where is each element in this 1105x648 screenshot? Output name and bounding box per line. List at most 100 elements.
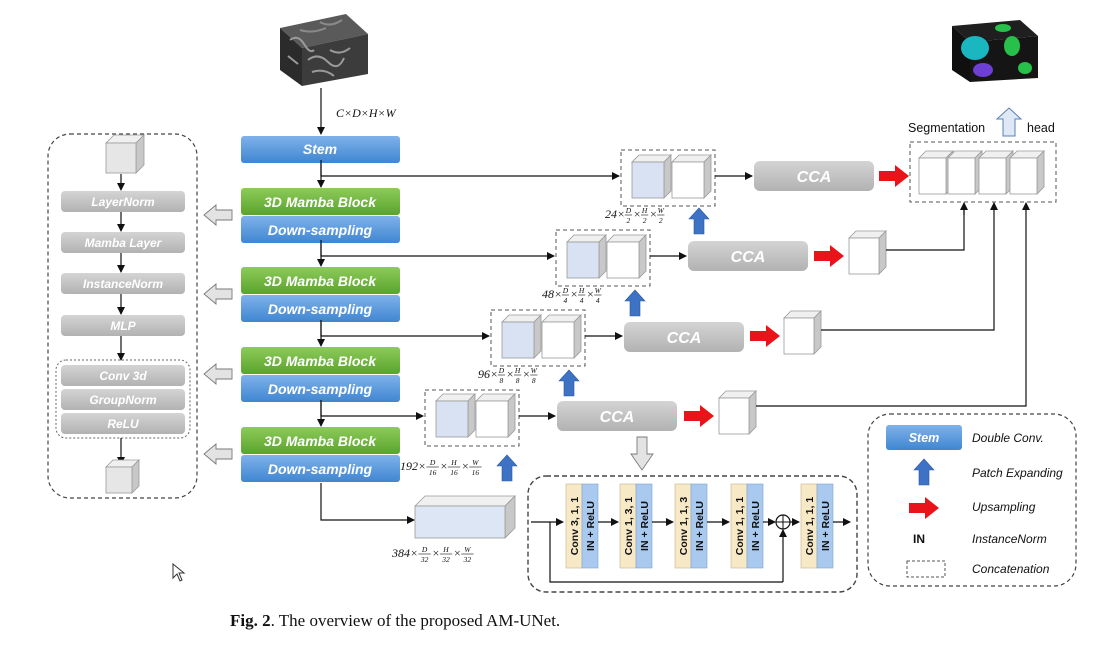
cca-block: CCA [688, 241, 808, 271]
cca-conv-block: Conv 1, 1, 1 IN + ReLU [730, 483, 764, 569]
cca-detail-panel [527, 475, 858, 593]
legend-item-label: Patch Expanding [972, 466, 1063, 480]
svg-text:8: 8 [532, 376, 536, 385]
svg-text:2: 2 [627, 216, 631, 225]
block-detail-arrow-icon [203, 363, 233, 385]
detail-input-cube [105, 134, 145, 174]
svg-text:8: 8 [500, 376, 504, 385]
svg-text:W: W [658, 206, 665, 215]
svg-text:H: H [450, 458, 457, 467]
cca-norm-label: IN + ReLU [820, 501, 832, 551]
block-detail-arrow-icon [203, 443, 233, 465]
svg-text:D: D [562, 286, 569, 295]
stem-label: Stem [303, 141, 337, 157]
svg-text:2: 2 [643, 216, 647, 225]
feature-cube-blue [501, 314, 542, 359]
cca-conv-label: Conv 1, 1, 1 [804, 497, 816, 556]
cca-label: CCA [731, 249, 766, 266]
detail-layer-label: Mamba Layer [85, 236, 163, 250]
cca-conv-label: Conv 1, 1, 1 [734, 497, 746, 556]
patch-expanding-arrow-icon [624, 289, 646, 317]
svg-text:24×: 24× [605, 207, 625, 221]
mouse-cursor-icon [172, 563, 186, 582]
svg-text:×: × [586, 287, 594, 301]
mamba-block [241, 347, 400, 374]
svg-text:H: H [578, 286, 585, 295]
svg-text:32: 32 [420, 555, 429, 564]
mamba-block [241, 427, 400, 454]
patch-expanding-arrow-icon [688, 207, 710, 235]
detail-output-cube [105, 459, 140, 494]
cca-detail-arrow-icon [630, 436, 654, 471]
detail-layer-label: MLP [110, 319, 136, 333]
cca-norm-label: IN + ReLU [639, 501, 651, 551]
legend-item-label: Double Conv. [972, 431, 1044, 445]
legend-item-label: Concatenation [972, 562, 1050, 576]
concat-box [555, 229, 651, 287]
dimension-label: 192×D16×H16×W16 [400, 458, 482, 477]
dimension-label: 24×D2×H2×W2 [605, 206, 665, 225]
detail-layer-label: LayerNorm [91, 195, 155, 209]
dimension-label: 48×D4×H4×W4 [542, 286, 602, 305]
svg-text:8: 8 [516, 376, 520, 385]
conv-group-layer [61, 413, 185, 434]
detail-layer [61, 232, 185, 253]
svg-text:192×: 192× [400, 459, 426, 473]
svg-text:32: 32 [463, 555, 472, 564]
svg-text:×: × [453, 546, 461, 560]
caption-text: . The overview of the proposed AM-UNet. [270, 611, 561, 630]
svg-text:×: × [649, 207, 657, 221]
downsampling-block [241, 295, 400, 322]
upsampled-cube [718, 390, 757, 435]
cca-conv-label: Conv 3, 1, 1 [569, 497, 581, 556]
bottleneck-volume [414, 495, 516, 539]
cca-conv-block: Conv 3, 1, 1 IN + ReLU [565, 483, 599, 569]
cca-norm-label: IN + ReLU [585, 501, 597, 551]
detail-layer [61, 273, 185, 294]
cca-conv-label: Conv 1, 3, 1 [623, 497, 635, 556]
svg-text:W: W [531, 366, 538, 375]
svg-text:D: D [625, 206, 632, 215]
cca-block: CCA [754, 161, 874, 191]
final-cube [947, 150, 983, 195]
mamba-block-label: 3D Mamba Block [264, 273, 377, 289]
mamba-block [241, 267, 400, 294]
upsampling-arrow-icon [684, 405, 714, 427]
downsampling-block [241, 375, 400, 402]
figure-caption: Fig. 2. The overview of the proposed AM-… [230, 611, 560, 631]
cca-norm-label: IN + ReLU [750, 501, 762, 551]
conv-group-layer [61, 365, 185, 386]
caption-prefix: Fig. 2 [230, 611, 271, 630]
downsampling-label: Down-sampling [268, 222, 373, 238]
legend-item-label: Upsampling [972, 500, 1036, 514]
svg-text:H: H [442, 545, 449, 554]
svg-text:384×: 384× [391, 546, 418, 560]
cca-label: CCA [600, 409, 635, 426]
skip-level-4: CCA 192×D16×H16×W16 [320, 389, 677, 482]
final-concat-box [909, 141, 1057, 203]
bottleneck-connector [320, 483, 412, 521]
mamba-block-label: 3D Mamba Block [264, 194, 377, 210]
mamba-detail-panel [47, 133, 198, 499]
conv-group-label: GroupNorm [89, 393, 157, 407]
detail-layer-label: InstanceNorm [83, 277, 163, 291]
segmentation-label: Segmentation [908, 121, 985, 135]
patch-expanding-arrow-icon [558, 369, 580, 397]
downsampling-label: Down-sampling [268, 301, 373, 317]
segmentation-output-image [952, 20, 1038, 82]
block-detail-arrow-icon [203, 204, 233, 226]
cca-conv-block: Conv 1, 1, 1 IN + ReLU [800, 483, 834, 569]
feature-cube-blue [631, 154, 672, 199]
upsampled-cube [848, 230, 887, 275]
cca-conv-block: Conv 1, 3, 1 IN + ReLU [619, 483, 653, 569]
dimension-label: 96×D8×H8×W8 [478, 366, 538, 385]
cca-norm-label: IN + ReLU [694, 501, 706, 551]
detail-layer [61, 315, 185, 336]
svg-text:4: 4 [564, 296, 568, 305]
downsampling-block [241, 216, 400, 243]
svg-text:D: D [498, 366, 505, 375]
cca-conv-label: Conv 1, 1, 3 [678, 497, 690, 556]
